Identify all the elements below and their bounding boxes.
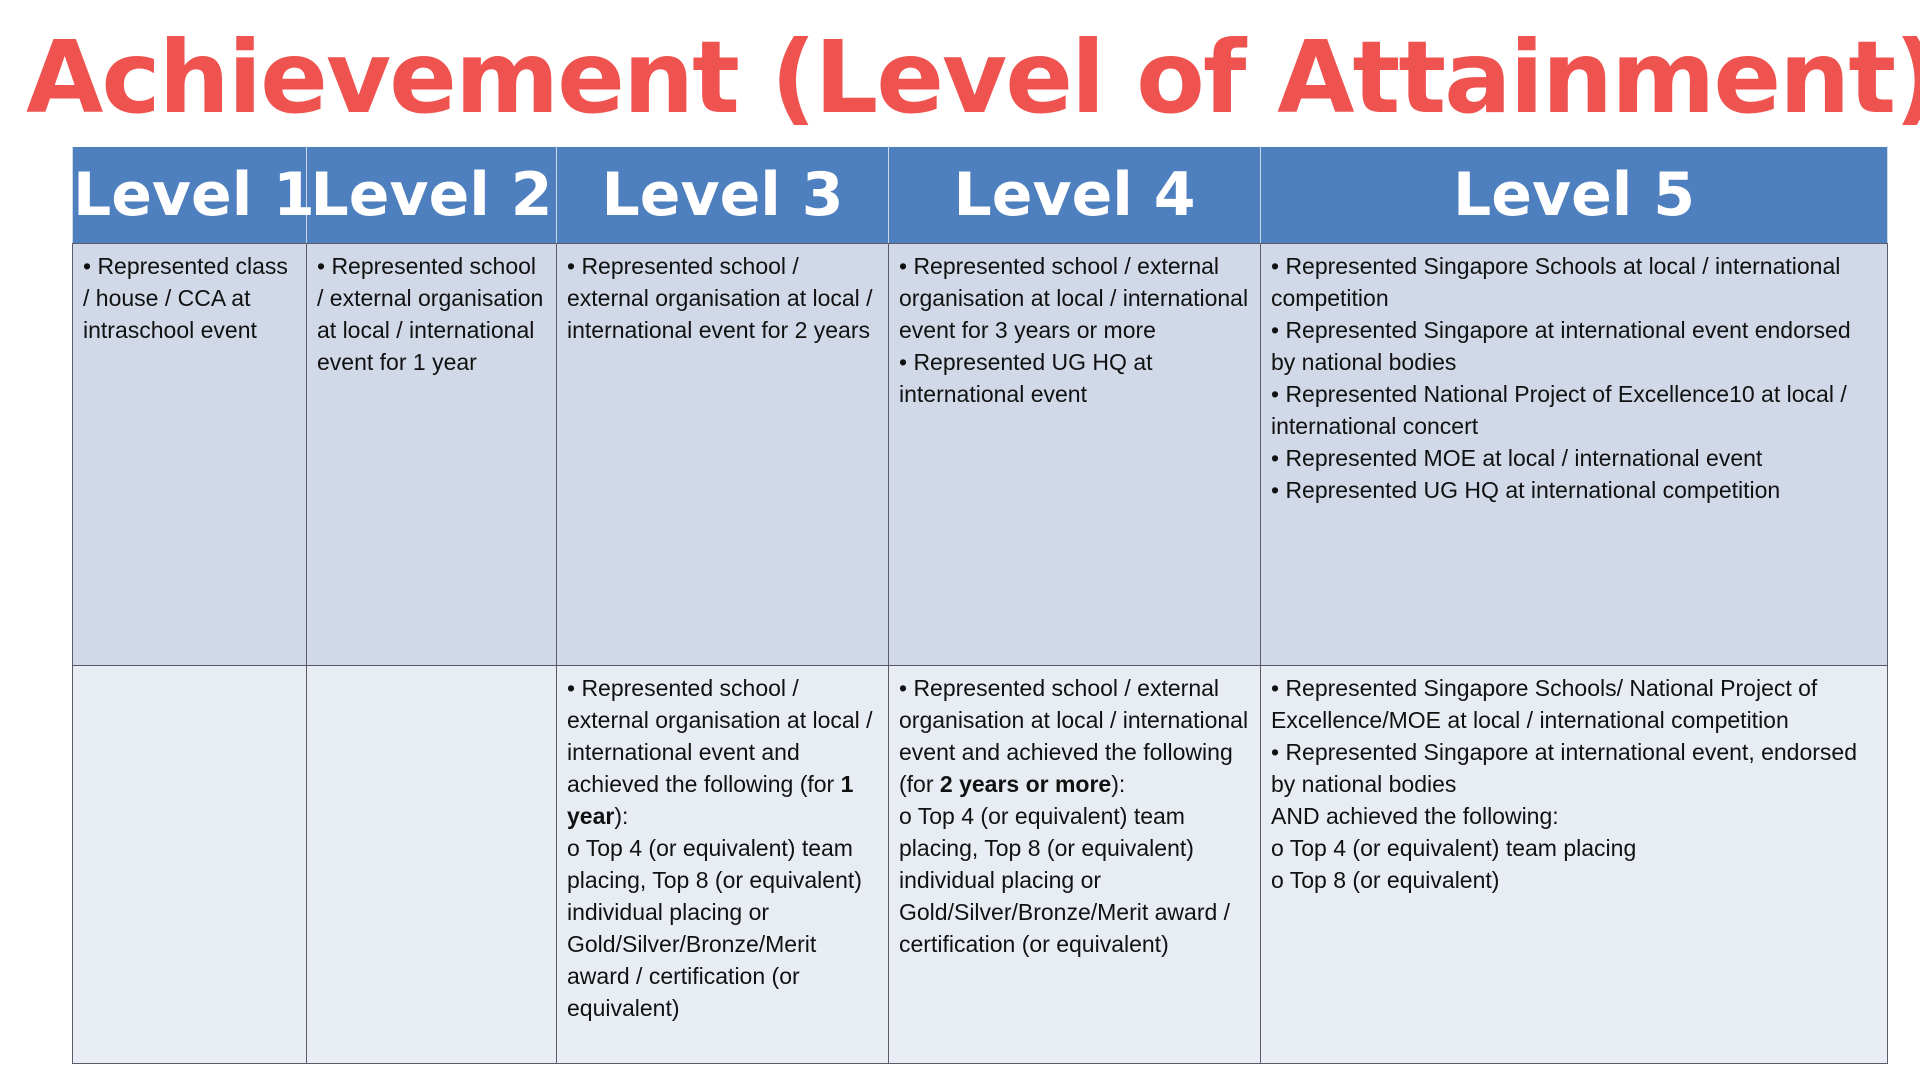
cell-line: • Represented National Project of Excell… [1271,381,1847,439]
cell-line: • Represented school / external organisa… [567,253,873,343]
table-cell: • Represented school / external organisa… [888,665,1261,1064]
cell-line: • Represented Singapore Schools at local… [1271,253,1841,311]
cell-line: • Represented UG HQ at international com… [1271,477,1781,503]
cell-line: • Represented school / external organisa… [899,253,1249,343]
table-cell [306,665,557,1064]
cell-line: • Represented class / house / CCA at int… [83,253,288,343]
table-row-achievement: • Represented school / external organisa… [72,665,1888,1064]
cell-line: • Represented Singapore at international… [1271,317,1851,375]
header-row: Level 1 Level 2 Level 3 Level 4 Level 5 [72,146,1888,244]
cell-line: AND achieved the following: [1271,803,1559,829]
cell-line: • Represented Singapore Schools/ Nationa… [1271,675,1818,733]
table-cell: • Represented class / house / CCA at int… [72,243,307,666]
cell-line: o Top 4 (or equivalent) team placing [1271,835,1637,861]
cell-line: o Top 4 (or equivalent) team placing, To… [567,835,862,1021]
cell-line: • Represented MOE at local / internation… [1271,445,1763,471]
cell-line: • Represented school / external organisa… [567,675,873,829]
slide-title: Achievement (Level of Attainment) [26,19,1920,136]
cell-line: • Represented school / external organisa… [317,253,544,375]
attainment-table: Level 1 Level 2 Level 3 Level 4 Level 5 … [72,146,1888,1064]
table-cell: • Represented Singapore Schools at local… [1260,243,1888,666]
table-cell: • Represented Singapore Schools/ Nationa… [1260,665,1888,1064]
cell-line: o Top 8 (or equivalent) [1271,867,1500,893]
header-level-3: Level 3 [556,146,889,244]
header-level-1: Level 1 [72,146,315,244]
table-row-representation: • Represented class / house / CCA at int… [72,243,1888,666]
cell-line: • Represented school / external organisa… [899,675,1249,797]
header-level-2: Level 2 [306,146,557,244]
header-level-4: Level 4 [888,146,1261,244]
table-cell: • Represented school / external organisa… [306,243,557,666]
cell-line: • Represented UG HQ at international eve… [899,349,1153,407]
table-cell: • Represented school / external organisa… [556,243,889,666]
cell-line: • Represented Singapore at international… [1271,739,1858,797]
cell-line: o Top 4 (or equivalent) team placing, To… [899,803,1231,957]
table-cell [72,665,307,1064]
table-cell: • Represented school / external organisa… [888,243,1261,666]
table-cell: • Represented school / external organisa… [556,665,889,1064]
header-level-5: Level 5 [1260,146,1888,244]
